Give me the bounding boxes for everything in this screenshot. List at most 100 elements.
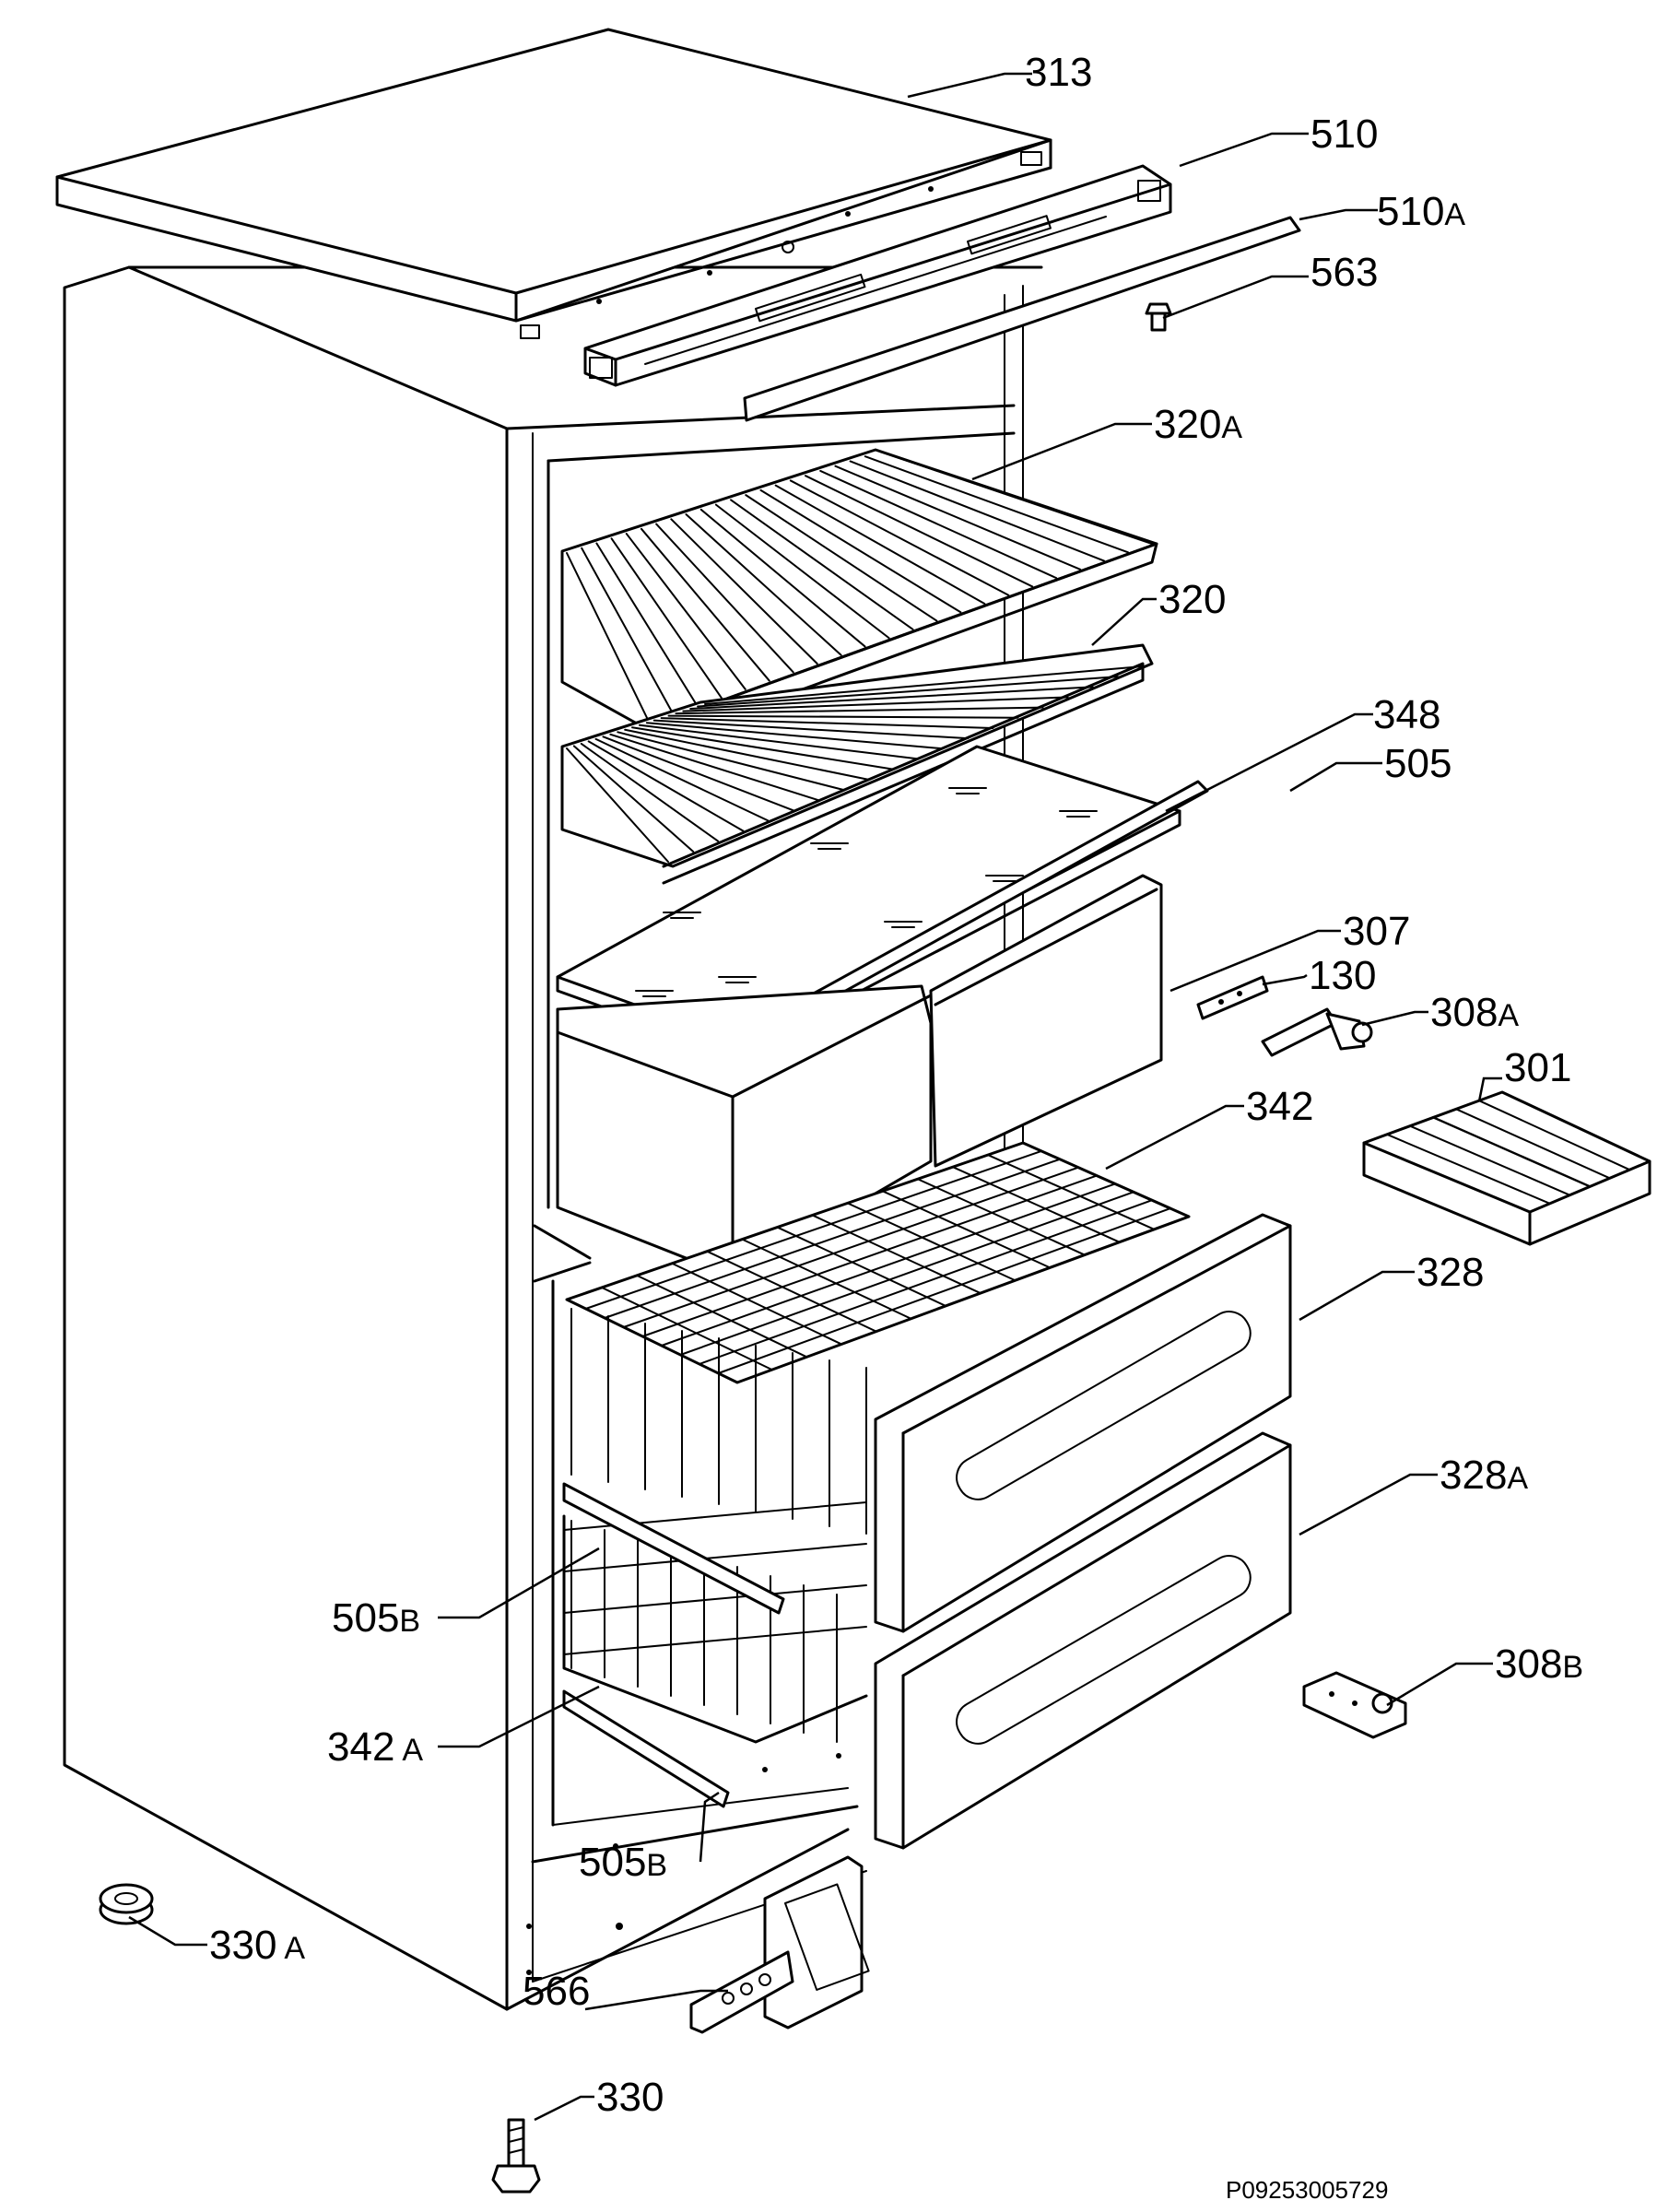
wire-rod [660,717,994,729]
wire-rod [610,537,723,700]
wire-rod [602,735,794,812]
drawing-code: P09253005729 [1226,2176,1388,2204]
wire-rod [704,665,1144,705]
wire-rod [697,676,1119,708]
wire-rod [951,1166,1121,1243]
wire-basket-342 [565,1141,1191,1535]
drawer-front-328A [874,1431,1292,1850]
label-320: 320 [1158,577,1226,622]
wire-rod [638,724,920,760]
wire-rod [670,518,818,665]
trim-strip-505B-upper [562,1482,785,1615]
label-330: 330 [596,2075,664,2120]
wire-rod [652,719,970,740]
screw-563 [1145,302,1172,332]
wire-rod [625,533,746,690]
wire-rod [604,1158,1061,1319]
wire-rod [736,1216,1190,1383]
label-328A: 328A [1440,1453,1528,1498]
wire-rod [1386,1133,1551,1205]
wire-rod [774,484,986,605]
wire-rod [675,706,1044,715]
wire-rod [819,469,1058,580]
wire-rod [595,542,699,708]
label-505B-lower: 505B [579,1840,667,1885]
wire-rod [1432,1116,1591,1187]
wire-rod [587,740,745,832]
wire-rod [563,1626,867,1655]
wire-rod [566,747,669,863]
label-130: 130 [1309,953,1376,998]
wire-rod [1409,1124,1571,1196]
wire-basket-342A [562,1501,868,1744]
wire-rod [572,745,695,853]
wire-rod [584,1149,1042,1310]
wire-rod [660,1182,1116,1347]
label-308A: 308A [1430,990,1519,1035]
wire-rod [1455,1108,1611,1180]
label-320A: 320A [1154,402,1242,447]
wire-rod [563,1584,867,1614]
wire-rod [601,1286,773,1371]
label-505B: 505B [332,1595,420,1641]
label-308B: 308B [1495,1641,1583,1687]
wire-rod [624,728,869,781]
foot-screw-330 [491,2118,541,2194]
wire-rod [689,686,1094,711]
trim-strip-505B-lower [562,1689,730,1808]
label-342: 342 [1246,1084,1313,1129]
wire-rod [1478,1100,1631,1171]
wire-rod [730,499,914,630]
label-563: 563 [1311,250,1378,295]
wire-rod [636,1274,808,1359]
wire-rod [685,513,842,656]
wire-rod [741,1238,912,1320]
part-130 [1196,975,1269,1020]
wire-rod [655,523,794,674]
wire-rod [640,527,770,682]
top-cover-313 [55,28,1052,339]
wire-rod [1022,1142,1190,1218]
kick-plate-566 [689,1855,870,2034]
wire-rod [622,1166,1079,1328]
control-panel-510 [583,164,1172,387]
wire-rod [714,503,890,640]
wire-rod [699,508,866,648]
wire-rod [846,1202,1017,1282]
wire-rod [849,460,1106,562]
wire-rod [679,1191,1134,1356]
adjustable-foot-330A [99,1883,154,1925]
wire-rod [566,1299,738,1383]
wire-rod [759,488,962,614]
wire-rod [671,1262,843,1346]
wire-rod [834,465,1082,571]
label-566: 566 [523,1969,590,2014]
wire-rod [682,696,1069,712]
wire-rod [879,451,1153,545]
wire-rod [745,494,938,622]
wire-rod [811,1214,981,1295]
wire-rod [641,1174,1098,1337]
wire-rod [667,714,1019,719]
leader-lines [128,72,1502,2122]
drawer-front-328 [874,1213,1292,1633]
wire-shelf-320 [560,643,1154,885]
wire-rod [789,479,1010,596]
label-505: 505 [1384,741,1452,786]
wire-rod [698,1199,1153,1365]
wire-shelf-320A [560,448,1158,748]
upper-drawer-right [929,874,1163,1168]
label-510A: 510A [1377,189,1465,234]
wire-rod [881,1190,1052,1269]
wire-rod [594,737,770,822]
label-348: 348 [1373,692,1440,737]
wire-rod [776,1226,947,1307]
wire-rod [916,1178,1086,1256]
wire-rod [580,742,720,842]
wire-rod [631,726,894,771]
label-313: 313 [1025,50,1092,95]
wire-rod [563,1543,867,1572]
